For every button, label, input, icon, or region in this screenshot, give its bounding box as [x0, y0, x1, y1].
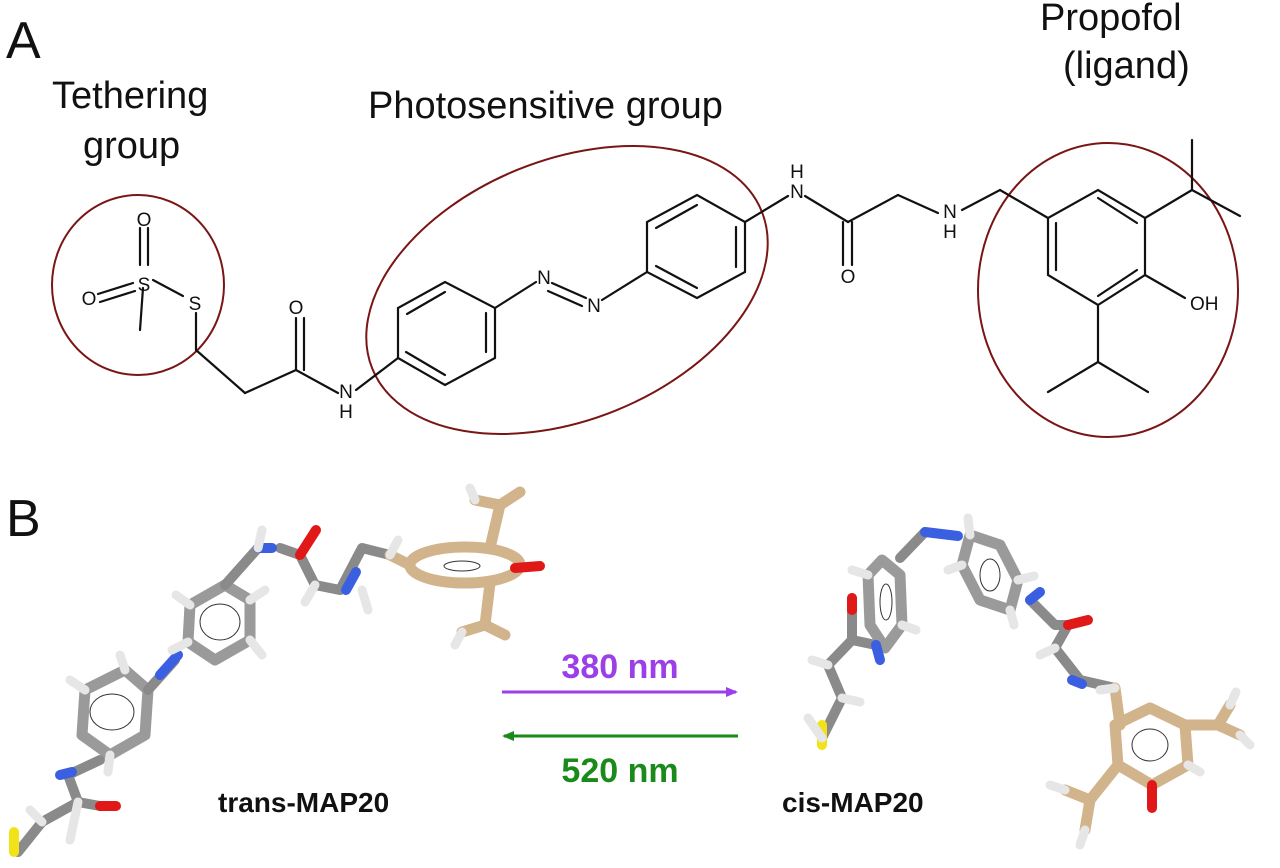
- cis-map20-model: [803, 513, 1255, 850]
- trans-map20-label: trans-MAP20: [218, 787, 389, 818]
- photosensitive-label: Photosensitive group: [368, 85, 723, 127]
- skeletal-structure: [96, 138, 1242, 395]
- atom-n-azo1: N: [537, 268, 551, 289]
- atom-nh2-n: N: [790, 182, 804, 203]
- cis-map20-label: cis-MAP20: [782, 787, 924, 818]
- propofol-label-line2: (ligand): [1063, 45, 1190, 87]
- propofol-group-ellipse: [977, 142, 1239, 438]
- atom-s2: S: [189, 294, 202, 315]
- atom-s1: S: [138, 275, 151, 296]
- atom-n-azo2: N: [587, 296, 601, 317]
- atom-o2: O: [82, 289, 97, 310]
- atom-nh2-h: H: [790, 162, 804, 183]
- tethering-label-line1: Tethering: [52, 75, 208, 117]
- atom-o4: O: [841, 267, 856, 288]
- tethering-group-ellipse: [51, 194, 225, 376]
- panel-b-letter: B: [6, 490, 41, 548]
- atom-nh1-h: H: [339, 402, 353, 423]
- atom-nh3-h: H: [943, 222, 957, 243]
- tethering-label-line2: group: [83, 125, 180, 167]
- atom-nh3-n: N: [943, 202, 957, 223]
- atom-oh: OH: [1190, 294, 1219, 315]
- panel-a-letter: A: [6, 12, 41, 70]
- reverse-wavelength-label: 520 nm: [561, 752, 678, 790]
- atom-o3: O: [289, 298, 304, 319]
- atom-nh1-n: N: [339, 382, 353, 403]
- forward-wavelength-label: 380 nm: [561, 648, 678, 686]
- trans-map20-model: [9, 483, 545, 857]
- propofol-label-line1: Propofol: [1040, 0, 1182, 39]
- atom-o1: O: [137, 210, 152, 231]
